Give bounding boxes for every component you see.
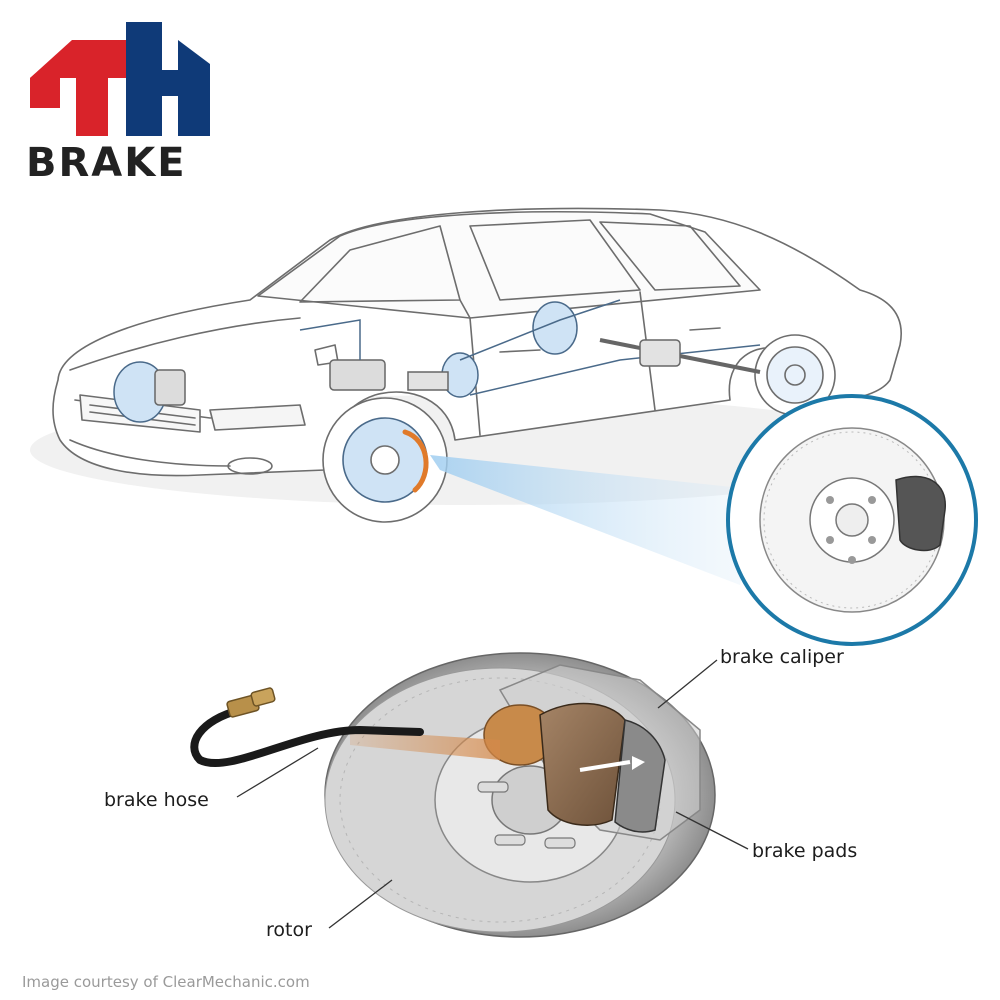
label-brake-hose: brake hose xyxy=(104,789,209,811)
car-brake-components xyxy=(113,299,761,423)
logo-mark-icon xyxy=(30,22,210,136)
brand-logo: BRAKE xyxy=(26,22,210,186)
label-leader-lines xyxy=(236,659,749,929)
label-brake-caliper: brake caliper xyxy=(720,646,844,668)
inner-brake-pad xyxy=(539,702,626,826)
brake-hose xyxy=(190,687,424,768)
image-credit: Image courtesy of ClearMechanic.com xyxy=(22,973,310,991)
zoom-detail-circle xyxy=(726,394,978,646)
fluid-flow-beam xyxy=(350,730,500,760)
zoom-beam xyxy=(430,455,760,585)
outer-brake-pad xyxy=(614,719,666,833)
brake-assembly xyxy=(324,652,716,938)
logo-wordmark: BRAKE xyxy=(26,140,187,186)
label-brake-pads: brake pads xyxy=(752,840,857,862)
label-rotor: rotor xyxy=(266,919,312,941)
car-illustration xyxy=(30,207,910,523)
